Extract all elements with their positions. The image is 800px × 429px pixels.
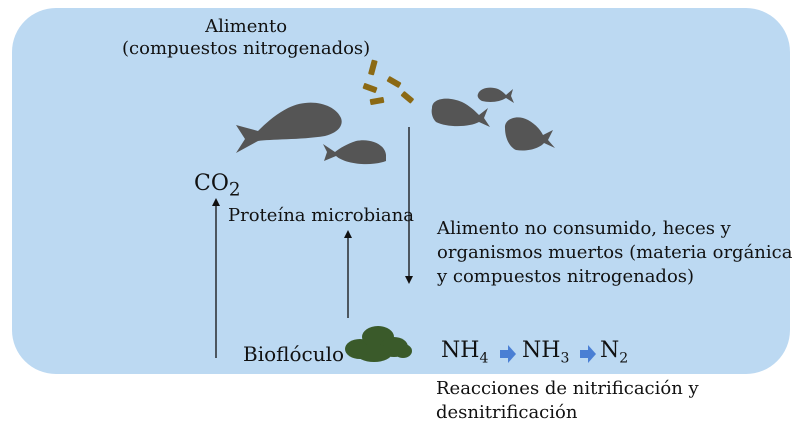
food-pellet-icon (362, 59, 414, 106)
co2-subscript: 2 (228, 179, 241, 201)
reactions-label: Reacciones de nitrificación y desnitrifi… (436, 377, 699, 425)
n2-main: N (600, 338, 620, 363)
arrow-right-icon (580, 345, 596, 363)
food-label: Alimento (compuestos nitrogenados) (122, 16, 370, 60)
nh4-subscript: 4 (479, 350, 489, 367)
water-tank (12, 8, 790, 374)
arrow-right-icon (500, 345, 516, 363)
biofloc-icon (345, 326, 412, 362)
uneaten-line2: organismos muertos (materia orgánica (437, 242, 793, 263)
fish-icon (236, 102, 342, 153)
fish-icon (431, 98, 490, 127)
co2-main: CO (194, 171, 229, 196)
protein-label: Proteína microbiana (228, 205, 414, 226)
uneaten-line3: y compuestos nitrogenados) (437, 266, 695, 287)
reactions-line1: Reacciones de nitrificación y (436, 378, 699, 399)
food-label-line1: Alimento (205, 16, 288, 37)
uneaten-label: Alimento no consumido, heces y organismo… (437, 217, 792, 289)
biofloc-label: Bioflóculo (243, 342, 345, 366)
nh3-main: NH (522, 338, 561, 363)
reactions-line2: desnitrificación (436, 402, 578, 423)
fish-icon (504, 117, 555, 151)
n2-subscript: 2 (619, 350, 629, 367)
n2-label: N2 (600, 340, 628, 369)
nh4-main: NH (441, 338, 480, 363)
nh3-subscript: 3 (560, 350, 570, 367)
nh4-label: NH4 (441, 340, 488, 369)
fish-icon (323, 140, 386, 165)
fish-icon (477, 87, 514, 103)
co2-label: CO2 (194, 173, 241, 201)
uneaten-line1: Alimento no consumido, heces y (437, 218, 731, 239)
food-label-line2: (compuestos nitrogenados) (122, 38, 371, 59)
nh3-label: NH3 (522, 340, 569, 369)
